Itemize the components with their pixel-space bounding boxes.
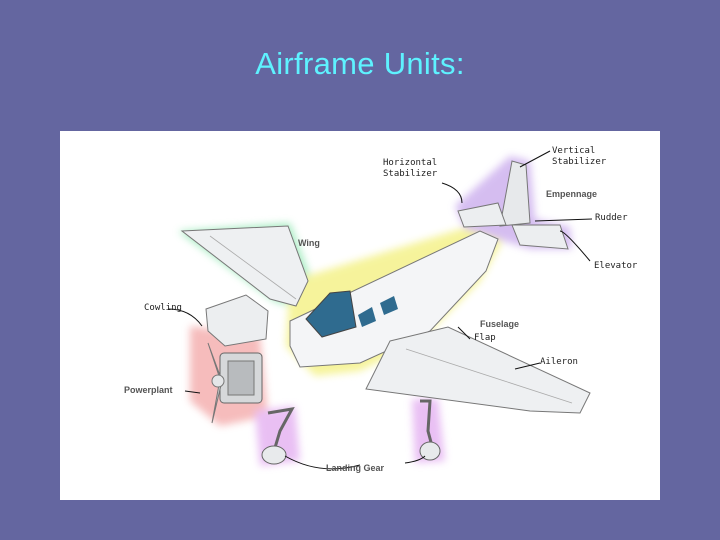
powerplant-part bbox=[207, 342, 263, 424]
cowling-part bbox=[205, 294, 269, 347]
label-wing: Wing bbox=[298, 238, 320, 248]
label-elevator: Elevator bbox=[594, 261, 638, 271]
right-wing-line bbox=[405, 348, 573, 404]
label-flap: Flap bbox=[474, 333, 496, 343]
main-gear bbox=[419, 399, 441, 461]
label-cowling: Cowling bbox=[144, 303, 182, 313]
side-window-2 bbox=[380, 296, 398, 315]
airframe-illustration bbox=[167, 150, 593, 470]
label-vertical-stabilizer: Vertical Stabilizer bbox=[552, 146, 607, 167]
right-wing bbox=[365, 326, 591, 414]
left-wing bbox=[180, 225, 309, 307]
label-landing-gear: Landing Gear bbox=[326, 463, 385, 473]
slide-title: Airframe Units: bbox=[255, 46, 465, 81]
left-wing-line bbox=[209, 235, 297, 300]
horizontal-stabilizer-part bbox=[457, 202, 507, 228]
label-aileron: Aileron bbox=[540, 357, 578, 367]
airframe-diagram: Horizontal Stabilizer Vertical Stabilize… bbox=[60, 131, 660, 500]
label-powerplant: Powerplant bbox=[124, 385, 173, 395]
vertical-stabilizer-part bbox=[499, 160, 531, 227]
elevator-part bbox=[511, 224, 569, 250]
label-rudder: Rudder bbox=[595, 213, 628, 223]
label-fuselage: Fuselage bbox=[480, 319, 520, 329]
label-empennage: Empennage bbox=[546, 189, 598, 199]
label-horizontal-stabilizer: Horizontal Stabilizer bbox=[383, 158, 438, 179]
nose-gear bbox=[261, 407, 295, 465]
cockpit-windshield bbox=[305, 290, 357, 338]
callout-lines bbox=[167, 150, 593, 470]
side-window-1 bbox=[358, 307, 376, 327]
